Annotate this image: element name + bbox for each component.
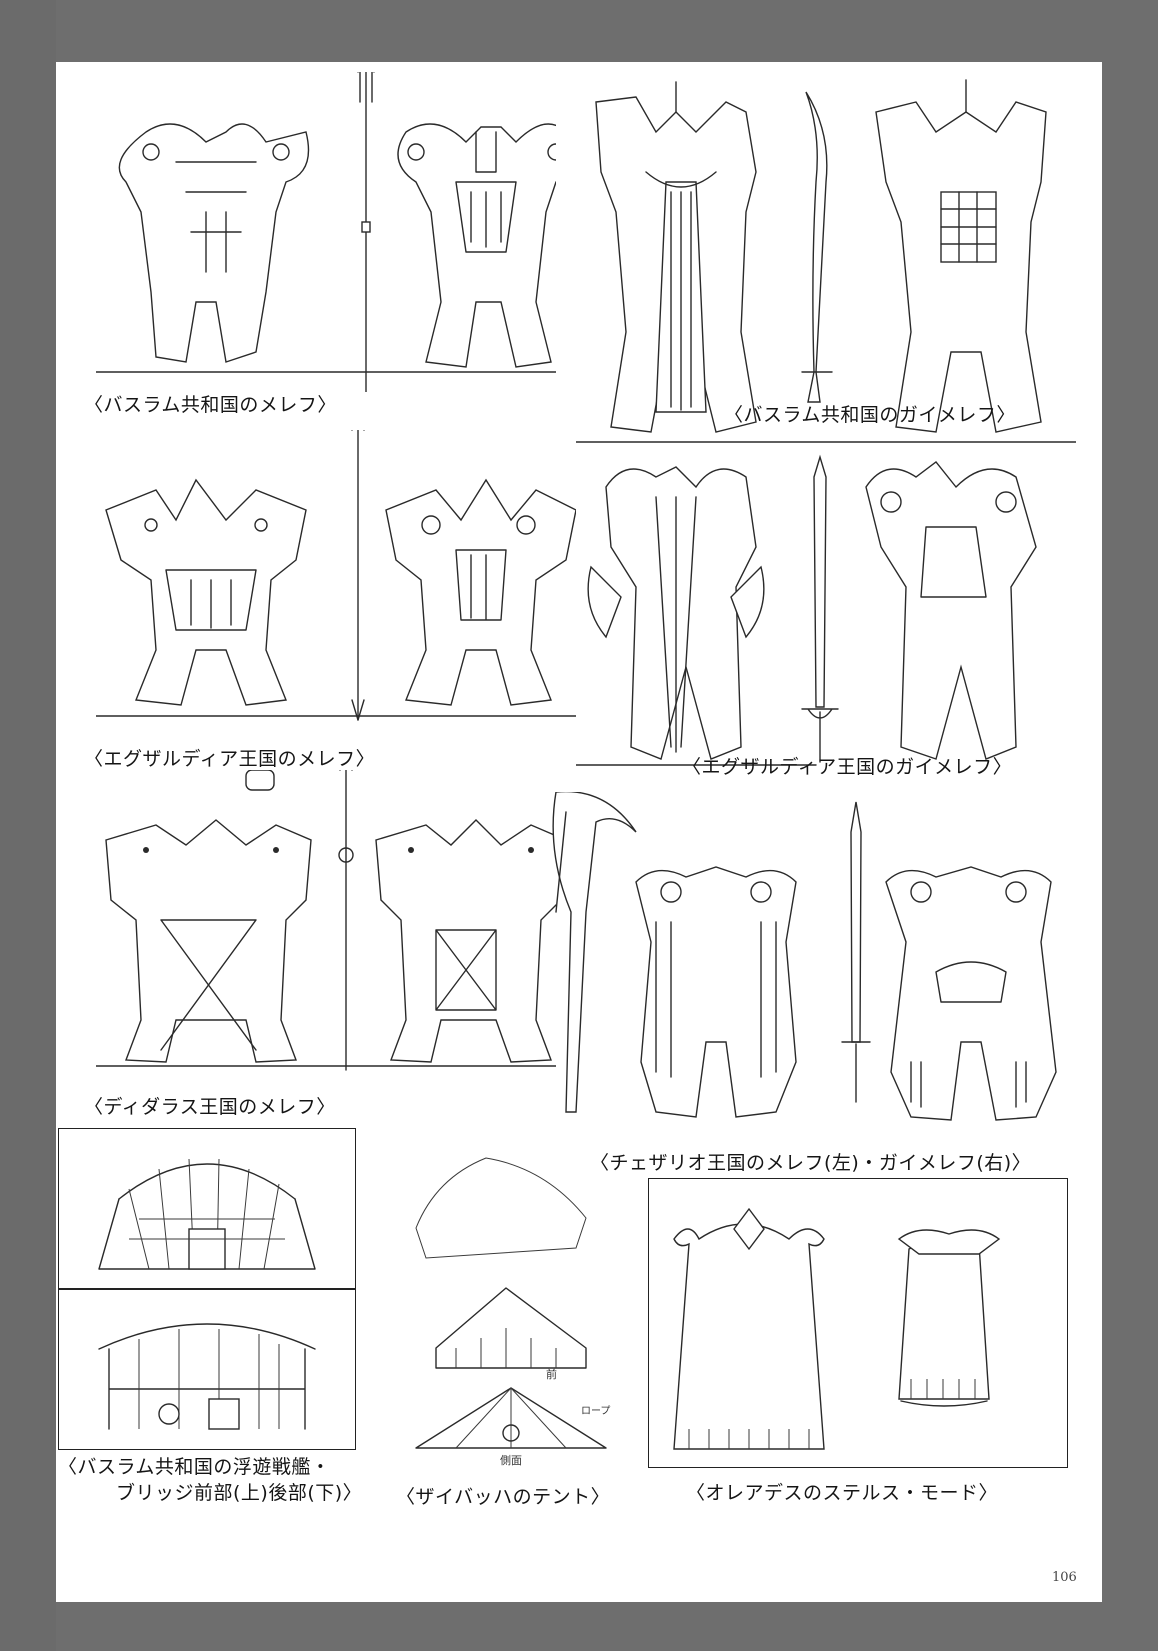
right-margin [1102,62,1158,1651]
didaras-melef-sketch [96,770,556,1090]
caption-bridge-line1: 〈バスラム共和国の浮遊戦艦・ [58,1456,331,1478]
left-margin [0,0,56,1651]
oleades-stealth-sketch [673,1207,1001,1450]
caption-exaldia-melef: 〈エグザルディア王国のメレフ〉 [84,748,376,770]
top-margin [56,0,1158,62]
caption-didaras-melef: 〈ディダラス王国のメレフ〉 [84,1096,336,1118]
caption-chezario: 〈チェザリオ王国のメレフ(左)・ガイメレフ(右)〉 [590,1152,1032,1174]
exaldia-guymelef-sketch [576,447,1076,777]
tent-label-rope: ロープ [581,1405,610,1417]
tent-label-front: 前 [546,1367,557,1381]
artbook-page: 〈バスラム共和国のメレフ〉 〈バスラム共和国のガイメレフ〉 [56,62,1102,1602]
bridge-front-sketch [98,1158,316,1270]
caption-exaldia-guymelef: 〈エグザルディア王国のガイメレフ〉 [682,756,1013,778]
caption-zaibach-tent: 〈ザイバッハのテント〉 [396,1486,611,1508]
chezario-sketch [526,792,1096,1122]
caption-basram-guymelef: 〈バスラム共和国のガイメレフ〉 [724,404,1016,426]
tent-label-side: 側面 [500,1454,522,1467]
bridge-rear-sketch [98,1323,316,1430]
page-number: 106 [1052,1570,1077,1585]
zaibach-tent-sketch: 前 側面 ロープ [396,1148,626,1468]
bridge-rear-frame [58,1288,356,1450]
caption-bridge-line2: ブリッジ前部(上)後部(下)〉 [116,1482,363,1504]
caption-basram-melef: 〈バスラム共和国のメレフ〉 [84,394,337,416]
oleades-frame [648,1178,1068,1468]
caption-oleades: 〈オレアデスのステルス・モード〉 [686,1482,999,1504]
basram-guymelef-sketch [576,72,1076,452]
bridge-front-frame [58,1128,356,1290]
exaldia-melef-sketch [96,430,576,730]
basram-melef-sketch [96,72,556,392]
